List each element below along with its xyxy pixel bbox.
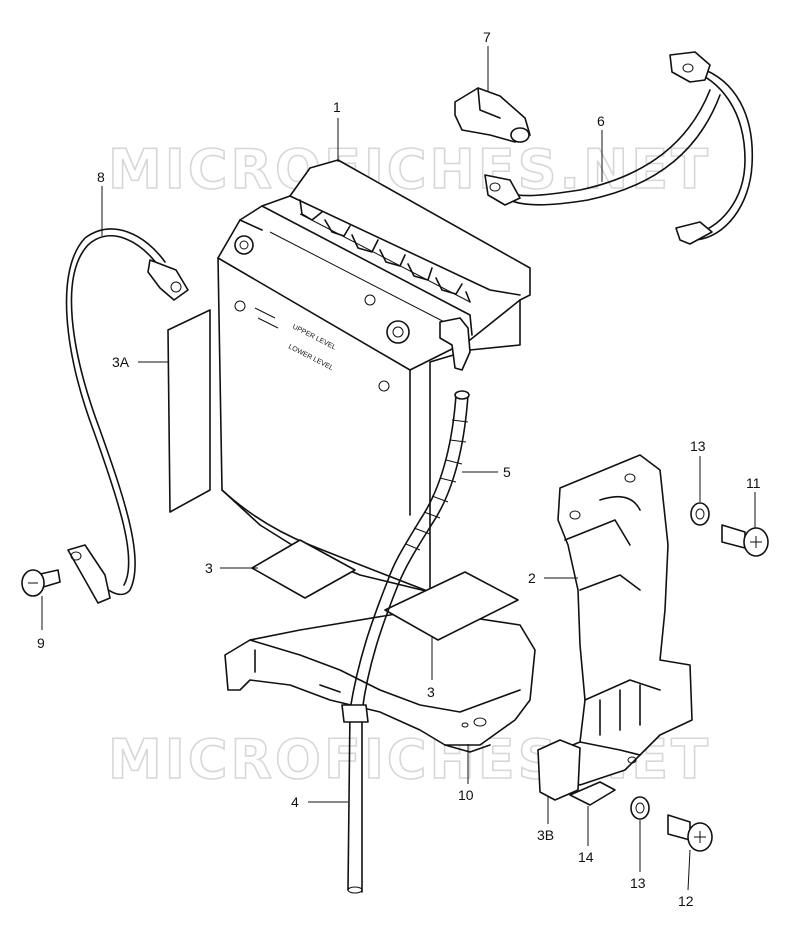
- callout-13-lower: 13: [630, 875, 646, 891]
- callout-10: 10: [458, 787, 474, 803]
- part-8-cable[interactable]: [65, 228, 189, 604]
- part-14-clip[interactable]: [569, 781, 616, 806]
- callout-3-lower: 3: [427, 684, 435, 700]
- callout-3-upper: 3: [205, 560, 213, 576]
- leader-lines: [41, 46, 756, 891]
- callout-2: 2: [528, 570, 536, 586]
- part-6-cable[interactable]: [484, 51, 754, 245]
- callout-6: 6: [597, 113, 605, 129]
- part-3-pad-lower[interactable]: [384, 571, 519, 641]
- callout-3B: 3B: [537, 827, 554, 843]
- part-13-washer-lower[interactable]: [630, 796, 650, 820]
- part-7-terminal-cap[interactable]: [454, 87, 531, 143]
- part-3B-pad[interactable]: [537, 739, 581, 801]
- part-2-battery-bracket[interactable]: [547, 454, 693, 786]
- part-13-washer-upper[interactable]: [690, 502, 710, 526]
- watermark-top: MICROFICHES.NET: [108, 138, 711, 201]
- part-5-breather-hose[interactable]: [387, 390, 470, 586]
- callout-11: 11: [746, 475, 761, 491]
- part-1-battery[interactable]: UPPER LEVEL LOWER LEVEL: [217, 159, 531, 593]
- part-12-bolt[interactable]: [667, 814, 713, 852]
- callout-3A: 3A: [112, 354, 130, 370]
- callout-4: 4: [291, 794, 299, 810]
- callout-5: 5: [503, 464, 511, 480]
- part-11-bolt[interactable]: [721, 524, 769, 557]
- part-3A-pad[interactable]: [167, 309, 211, 513]
- callout-7: 7: [483, 29, 491, 45]
- callout-12: 12: [678, 893, 694, 909]
- callout-9: 9: [37, 635, 45, 651]
- part-4-breather-hose[interactable]: [341, 579, 399, 894]
- part-10-battery-tray[interactable]: [224, 609, 536, 753]
- callout-1: 1: [333, 99, 341, 115]
- part-3-pad-upper[interactable]: [251, 539, 356, 599]
- part-9-screw[interactable]: [21, 569, 61, 597]
- callout-8: 8: [97, 169, 105, 185]
- callout-13-upper: 13: [690, 438, 706, 454]
- callout-labels: 1 7 6 8 3A 5 3 3 2 13 11 9 10 4 3B 14 13…: [37, 29, 761, 909]
- callout-14: 14: [578, 849, 594, 865]
